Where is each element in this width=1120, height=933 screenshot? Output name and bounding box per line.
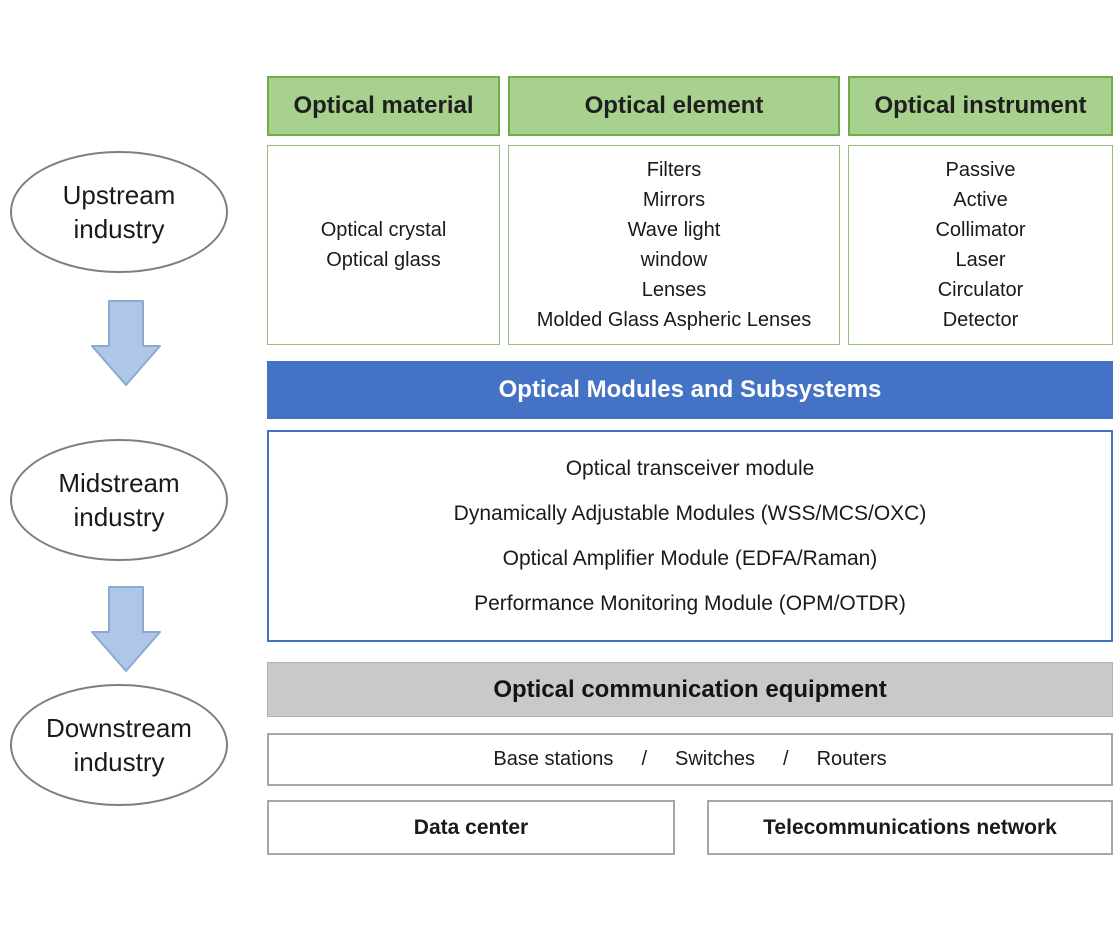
optical-instrument-box: Passive Active Collimator Laser Circulat… xyxy=(848,145,1113,345)
stage-ellipse-upstream: Upstream industry xyxy=(10,151,228,273)
list-item: Mirrors xyxy=(642,189,706,211)
list-item: Optical Amplifier Module (EDFA/Raman) xyxy=(502,546,878,570)
down-arrow-icon xyxy=(91,300,161,386)
list-item: Optical glass xyxy=(326,249,441,271)
column-header-optical-material: Optical material xyxy=(267,76,500,136)
list-item: Circulator xyxy=(937,279,1024,301)
downstream-banner: Optical communication equipment xyxy=(267,662,1113,717)
list-item: window xyxy=(640,249,708,271)
list-item: Optical crystal xyxy=(320,219,447,241)
separator: / xyxy=(641,748,647,770)
stage-label-upstream: Upstream industry xyxy=(62,179,176,244)
list-item: Routers xyxy=(816,748,887,770)
stage-label-downstream: Downstream industry xyxy=(46,712,192,777)
list-item: Laser xyxy=(955,249,1006,271)
list-item: Molded Glass Aspheric Lenses xyxy=(536,309,812,331)
separator: / xyxy=(783,748,789,770)
list-item: Filters xyxy=(646,159,702,181)
list-item: Active xyxy=(953,189,1008,211)
upstream-content-row: Optical crystal Optical glass Filters Mi… xyxy=(267,145,1113,345)
telecom-network-box: Telecommunications network xyxy=(707,800,1113,855)
stage-ellipse-downstream: Downstream industry xyxy=(10,684,228,806)
equipment-box: Base stations / Switches / Routers xyxy=(267,733,1113,786)
list-item: Wave light xyxy=(627,219,721,241)
list-item: Switches xyxy=(675,748,756,770)
stage-ellipse-midstream: Midstream industry xyxy=(10,439,228,561)
list-item: Collimator xyxy=(935,219,1026,241)
data-center-box: Data center xyxy=(267,800,675,855)
list-item: Passive xyxy=(945,159,1016,181)
column-header-optical-instrument: Optical instrument xyxy=(848,76,1113,136)
column-header-optical-element: Optical element xyxy=(508,76,840,136)
list-item: Base stations xyxy=(493,748,614,770)
stage-label-midstream: Midstream industry xyxy=(58,467,180,532)
list-item: Lenses xyxy=(641,279,707,301)
down-arrow-icon xyxy=(91,586,161,672)
list-item: Performance Monitoring Module (OPM/OTDR) xyxy=(474,591,906,615)
list-item: Optical transceiver module xyxy=(565,456,815,480)
upstream-header-row: Optical material Optical element Optical… xyxy=(267,76,1113,136)
midstream-banner: Optical Modules and Subsystems xyxy=(267,361,1113,419)
list-item: Dynamically Adjustable Modules (WSS/MCS/… xyxy=(453,501,927,525)
optical-material-box: Optical crystal Optical glass xyxy=(267,145,500,345)
downstream-bottom-row: Data center Telecommunications network xyxy=(267,800,1113,855)
midstream-modules-box: Optical transceiver module Dynamically A… xyxy=(267,430,1113,642)
optical-element-box: Filters Mirrors Wave light window Lenses… xyxy=(508,145,840,345)
list-item: Detector xyxy=(942,309,1019,331)
